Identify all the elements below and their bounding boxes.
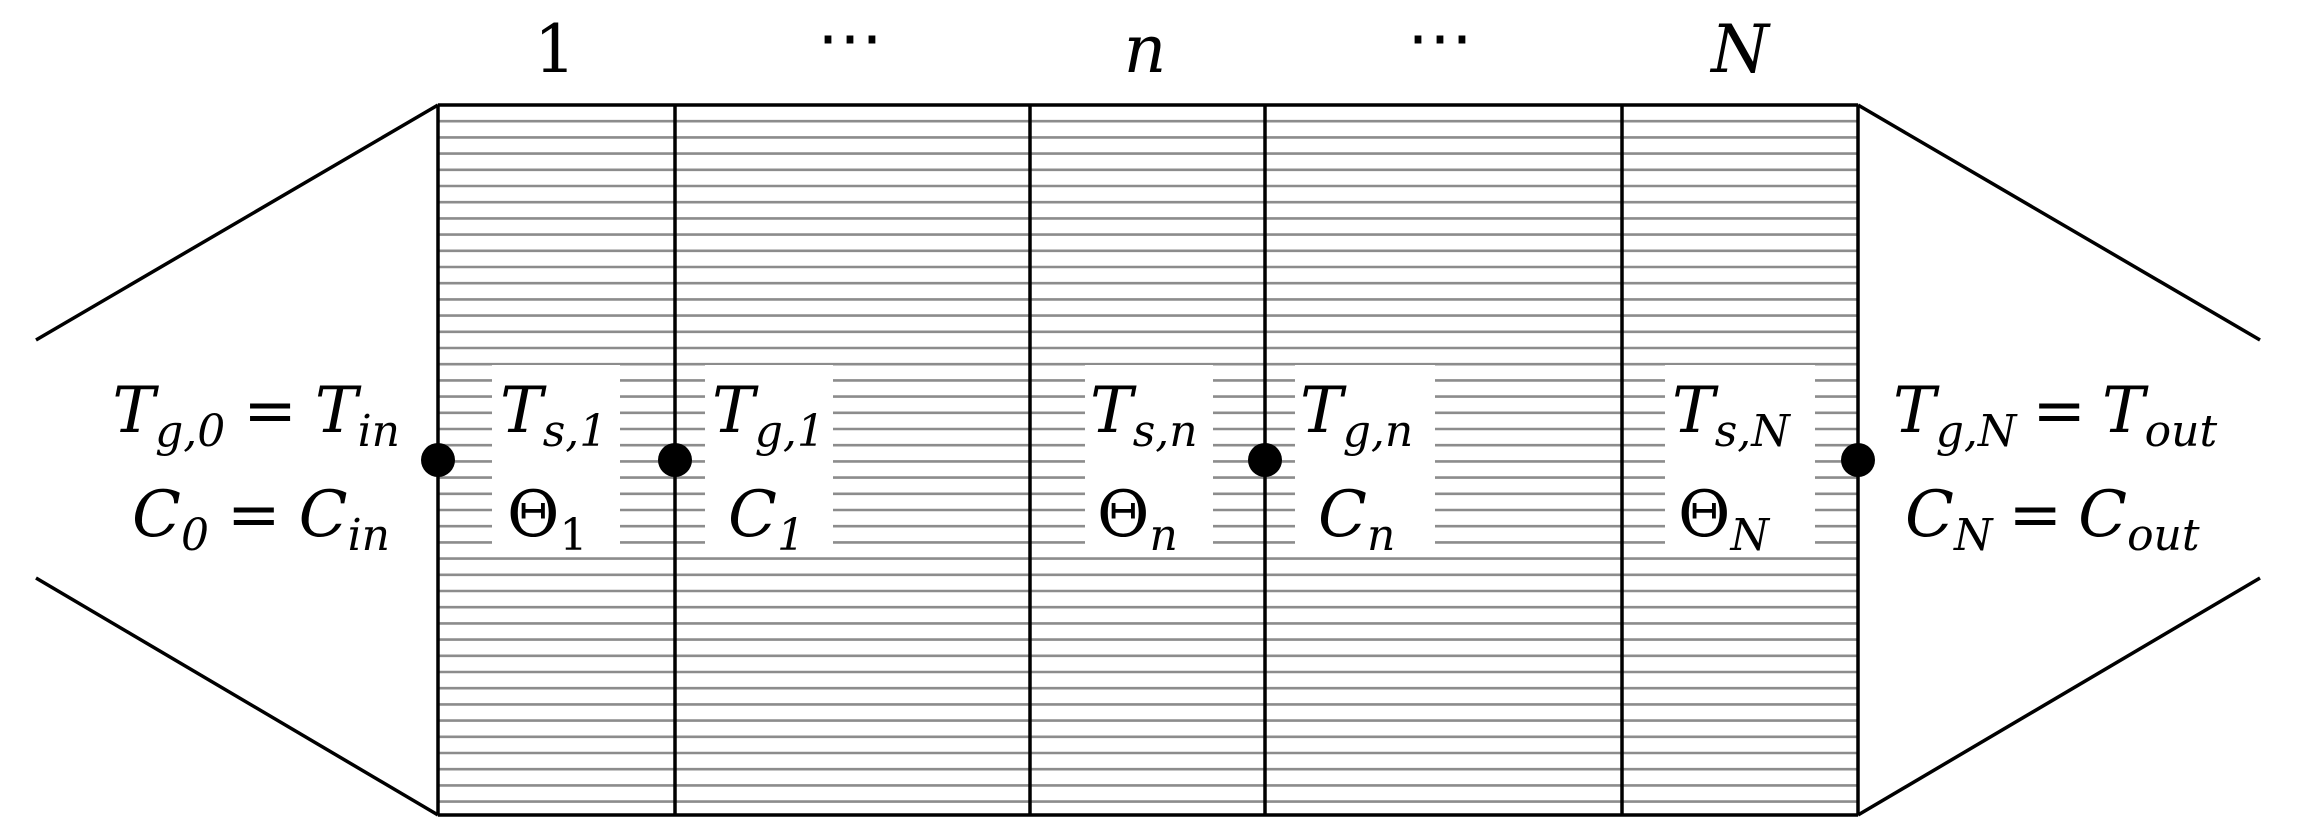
inlet-temperature-label: Tg,0=Tin: [112, 374, 400, 457]
inlet-tin-sub: in: [358, 406, 400, 457]
outlet-concentration-label: CN=Cout: [1905, 478, 2200, 561]
segment-n-gas-temperature: Tg,n: [1300, 374, 1413, 457]
outlet-tout-sub: out: [2145, 406, 2218, 457]
header-segment-first: 1: [534, 11, 576, 88]
inlet-tg0-sub: g,0: [155, 406, 225, 457]
node-inlet: [421, 443, 455, 477]
thetan-main: Θ: [1097, 478, 1149, 552]
ts1-main: T: [500, 374, 547, 448]
segment-N-solid-temperature: Ts,N: [1672, 374, 1791, 457]
nodes: [421, 443, 1875, 477]
tgn-sub: g,n: [1343, 406, 1414, 457]
inlet-cone-lower: [35, 576, 439, 817]
label-bg-seg1: [492, 365, 620, 553]
inlet-cone: [35, 103, 439, 817]
label-bg-c1: [705, 365, 833, 553]
outlet-cout-sub: out: [2127, 510, 2200, 561]
header-ellipsis-right: ⋯: [1407, 0, 1473, 76]
node-outlet: [1841, 443, 1875, 477]
inlet-tin-main: T: [315, 374, 362, 448]
inlet-tg0-main: T: [112, 374, 159, 448]
node-1: [658, 443, 692, 477]
outlet-concentration-equals: =: [2008, 478, 2062, 552]
segment-1-gas-temperature: Tg,1: [712, 374, 825, 457]
inlet-c0-sub: 0: [181, 510, 209, 561]
segment-1-concentration: C1: [728, 478, 805, 561]
header-ellipsis-left: ⋯: [817, 0, 883, 76]
label-bg-cn: [1295, 365, 1435, 553]
segment-n-concentration: Cn: [1318, 478, 1395, 561]
outlet-cN-sub: N: [1953, 510, 1994, 561]
inlet-concentration-equals: =: [227, 478, 281, 552]
outlet-cone-lower: [1857, 576, 2261, 817]
segment-n-coverage: Θn: [1097, 478, 1178, 561]
outlet-cN-main: C: [1905, 478, 1954, 552]
label-bg-segn: [1085, 365, 1213, 553]
header-segment-N: N: [1709, 11, 1771, 88]
tg1-sub: g,1: [755, 406, 825, 457]
cn-main: C: [1318, 478, 1367, 552]
segment-1-solid-temperature: Ts,1: [500, 374, 607, 457]
theta1-main: Θ: [507, 478, 559, 552]
inlet-concentration-label: C0=Cin: [132, 478, 390, 561]
inlet-cin-main: C: [299, 478, 348, 552]
theta1-sub: 1: [559, 510, 587, 561]
header-segment-n: n: [1124, 11, 1167, 88]
outlet-tgN-main: T: [1893, 374, 1940, 448]
inlet-c0-main: C: [132, 478, 181, 552]
segment-n-solid-temperature: Ts,n: [1090, 374, 1198, 457]
outlet-cone-upper: [1857, 103, 2261, 342]
tsn-sub: s,n: [1133, 406, 1198, 457]
label-backgrounds: [492, 365, 1815, 553]
outlet-cout-main: C: [2078, 478, 2127, 552]
thetan-sub: n: [1149, 510, 1177, 561]
inlet-temperature-equals: =: [243, 374, 297, 448]
thetaN-main: Θ: [1678, 478, 1730, 552]
tsn-main: T: [1090, 374, 1137, 448]
inlet-cin-sub: in: [348, 510, 390, 561]
node-n: [1248, 443, 1282, 477]
outlet-cone: [1857, 103, 2261, 817]
c1-main: C: [728, 478, 777, 552]
segment-N-coverage: ΘN: [1678, 478, 1770, 561]
ts1-sub: s,1: [543, 406, 608, 457]
tg1-main: T: [712, 374, 759, 448]
outlet-temperature-equals: =: [2032, 374, 2086, 448]
label-bg-segN: [1665, 365, 1815, 553]
inlet-cone-upper: [35, 103, 439, 342]
cn-sub: n: [1367, 510, 1395, 561]
tgn-main: T: [1300, 374, 1347, 448]
tsN-sub: s,N: [1715, 406, 1792, 457]
thetaN-sub: N: [1729, 510, 1770, 561]
tsN-main: T: [1672, 374, 1719, 448]
segment-1-coverage: Θ1: [507, 478, 587, 561]
outlet-tgN-sub: g,N: [1936, 406, 2018, 457]
outlet-tout-main: T: [2102, 374, 2149, 448]
outlet-temperature-label: Tg,N=Tout: [1893, 374, 2217, 457]
c1-sub: 1: [777, 510, 805, 561]
